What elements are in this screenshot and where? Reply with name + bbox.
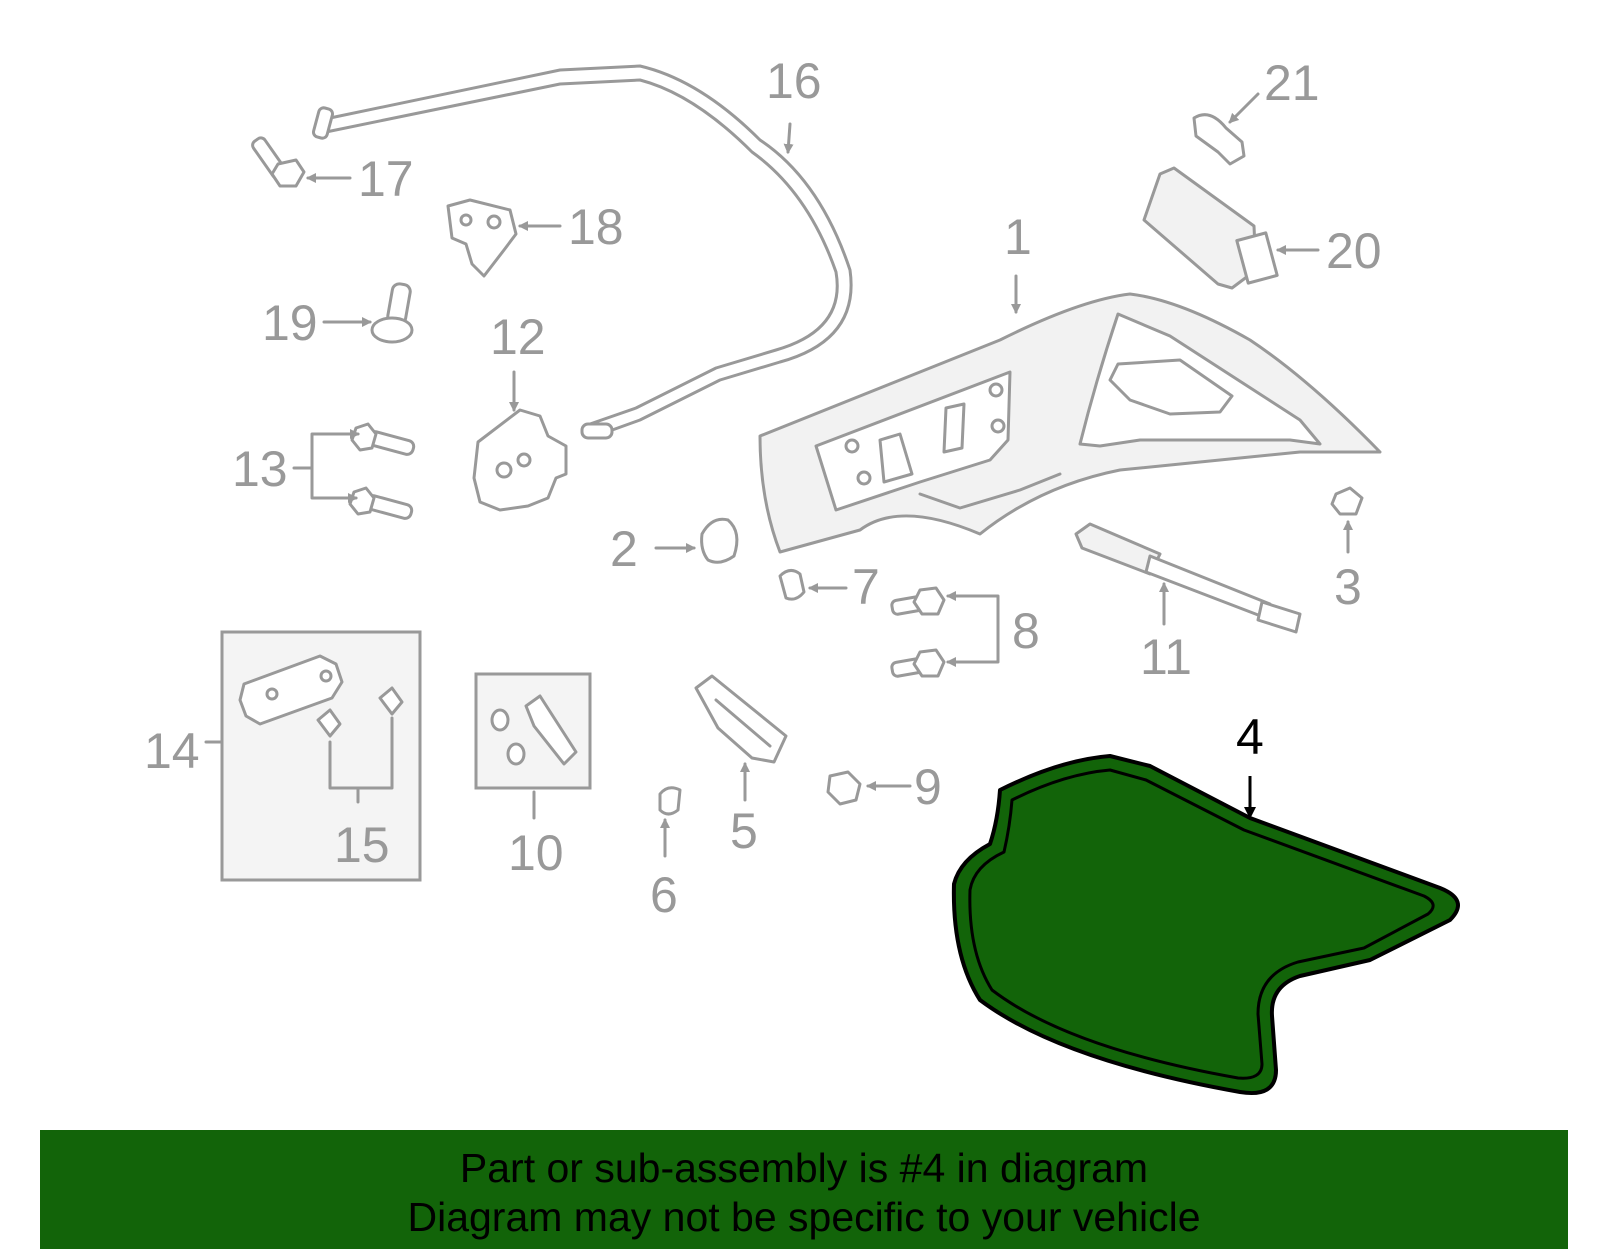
callout-1: 1 (1004, 209, 1032, 265)
callout-14: 14 (144, 723, 200, 779)
banner-line-disclaimer: Diagram may not be specific to your vehi… (407, 1194, 1201, 1240)
release-cable[interactable] (311, 64, 853, 440)
callout-5: 5 (730, 803, 758, 859)
lamp-20[interactable] (1142, 166, 1279, 290)
stud-19[interactable] (370, 282, 414, 344)
bolts-8[interactable] (890, 586, 946, 678)
cap-7[interactable] (778, 569, 806, 601)
info-banner: Part or sub-assembly is #4 in diagram Di… (40, 1130, 1568, 1249)
callout-21: 21 (1264, 55, 1320, 111)
callout-18: 18 (568, 199, 624, 255)
kit-box-10[interactable] (474, 672, 592, 790)
trunk-lid[interactable] (758, 292, 1382, 554)
callout-13: 13 (232, 441, 288, 497)
strut-11[interactable] (1074, 522, 1302, 634)
nut-3[interactable] (1330, 486, 1364, 516)
callout-2: 2 (610, 521, 638, 577)
callout-9: 9 (914, 759, 942, 815)
latch-12[interactable] (472, 408, 568, 512)
callout-17: 17 (358, 151, 414, 207)
bracket-5[interactable] (694, 674, 788, 764)
kit-box-14[interactable] (220, 630, 422, 882)
callout-7: 7 (852, 559, 880, 615)
nut-9[interactable] (826, 770, 862, 806)
banner-line-part: Part or sub-assembly is #4 in diagram (459, 1145, 1149, 1191)
callout-4: 4 (1236, 709, 1264, 765)
callout-10: 10 (508, 825, 564, 881)
bracket-18[interactable] (446, 198, 518, 278)
callout-15: 15 (334, 817, 390, 873)
bolt-17[interactable] (251, 136, 306, 188)
bulb-21[interactable] (1192, 113, 1246, 166)
leader-lines (204, 92, 1353, 858)
callout-8: 8 (1012, 603, 1040, 659)
callout-20: 20 (1326, 223, 1382, 279)
callout-3: 3 (1334, 559, 1362, 615)
bumper-2[interactable] (700, 517, 739, 564)
callout-16: 16 (766, 53, 822, 109)
callout-6: 6 (650, 867, 678, 923)
bumper-6[interactable] (658, 786, 682, 816)
trunk-liner-highlighted[interactable] (951, 754, 1460, 1095)
bolts-13[interactable] (348, 422, 416, 520)
callout-12: 12 (490, 309, 546, 365)
callout-11: 11 (1140, 629, 1192, 685)
callout-19: 19 (262, 295, 318, 351)
